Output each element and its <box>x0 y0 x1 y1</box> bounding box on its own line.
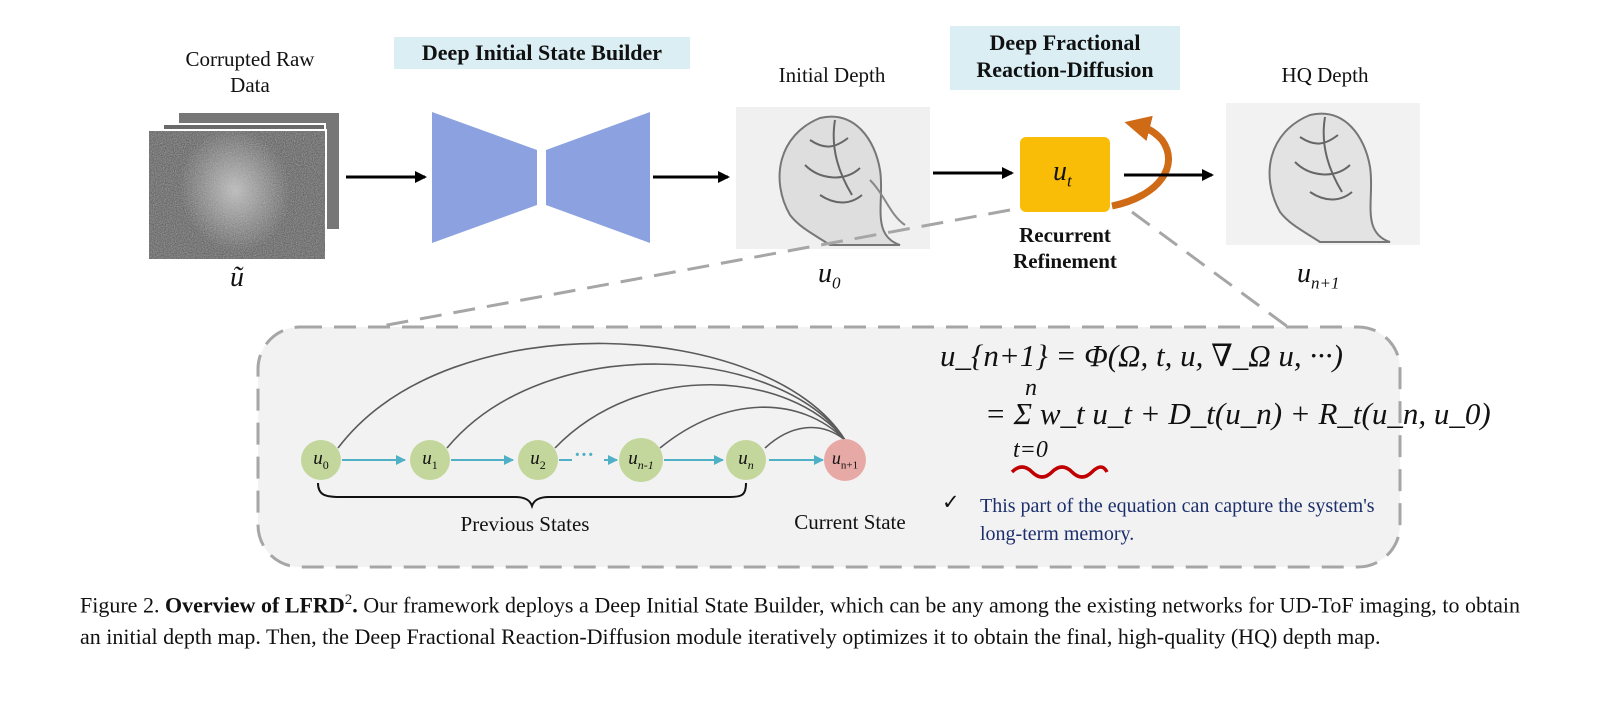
sum-lower-limit: t=0 <box>1013 437 1048 463</box>
equation-line2: = Σ w_t u_t + D_t(u_n) + R_t(u_n, u_0) <box>985 396 1491 432</box>
memory-underline-wave <box>1010 465 1109 479</box>
zoom-line-left <box>359 208 1011 332</box>
node-label-1: u1 <box>422 448 438 472</box>
node-label-2: u2 <box>530 448 546 472</box>
raw-data-stack <box>147 111 341 261</box>
frd-title: Deep Fractional Reaction-Diffusion <box>950 26 1180 90</box>
sym-raw: ũ <box>230 262 244 293</box>
sym-un+1-top: un+1 <box>1297 258 1340 293</box>
encoder-decoder-icon <box>432 112 650 243</box>
recurrent-refinement-label: Recurrent Refinement <box>990 222 1140 274</box>
node-label-4: un <box>738 448 754 472</box>
previous-states-brace <box>317 482 747 510</box>
frd-title-line2: Reaction-Diffusion <box>976 57 1154 82</box>
equation-line1: u_{n+1} = Φ(Ω, t, u, ∇_Ω u, ···) <box>940 338 1343 374</box>
recurrent-loop-arrow <box>1111 115 1172 210</box>
initial-depth-image <box>736 107 930 249</box>
chain-ellipsis: ··· <box>574 444 595 466</box>
caption-prefix: Figure 2. <box>80 592 166 618</box>
node-label-3: un-1 <box>628 448 654 472</box>
caption-text: Our framework deploys a Deep Initial Sta… <box>80 592 1520 650</box>
memory-note: This part of the equation can capture th… <box>980 495 1375 545</box>
previous-states-label: Previous States <box>460 512 590 536</box>
memory-arcs <box>337 342 846 449</box>
caption-bold-end: . <box>352 592 358 618</box>
figure-caption: Figure 2. Overview of LFRD2. Our framewo… <box>80 584 1520 653</box>
eq-line1-text: u_{n+1} = Φ(Ω, t, u, ∇_Ω u, ···) <box>940 338 1343 373</box>
current-state-label: Current State <box>794 510 906 534</box>
recurrent-line2: Refinement <box>1013 249 1117 273</box>
builder-title: Deep Initial State Builder <box>394 37 690 69</box>
sym-ut: ut <box>1053 156 1072 191</box>
initial-depth-label: Initial Depth <box>778 63 886 87</box>
caption-bold: Overview of LFRD <box>165 592 345 618</box>
sum-upper-limit: n <box>1025 375 1037 401</box>
node-u2 <box>518 440 558 480</box>
frd-title-line1: Deep Fractional <box>989 30 1141 55</box>
node-un+1 <box>824 439 866 481</box>
sym-u0: u0 <box>818 258 841 293</box>
node-u0 <box>301 440 341 480</box>
node-un-1 <box>619 438 663 482</box>
node-u1 <box>410 440 450 480</box>
node-label-0: u0 <box>313 448 329 472</box>
corrupted-raw-data-label: Corrupted Raw Data <box>185 47 315 97</box>
hq-depth-label: HQ Depth <box>1281 63 1369 87</box>
node-label-5: un+1 <box>831 448 859 472</box>
hq-depth-image <box>1226 103 1420 245</box>
caption-sup: 2 <box>344 592 353 608</box>
state-box-ut <box>1020 137 1110 212</box>
node-un <box>726 440 766 480</box>
check-mark-icon: ✓ <box>942 490 960 514</box>
eq-line2-text: = Σ w_t u_t + D_t(u_n) + R_t(u_n, u_0) <box>985 396 1491 431</box>
recurrent-line1: Recurrent <box>1019 223 1111 247</box>
